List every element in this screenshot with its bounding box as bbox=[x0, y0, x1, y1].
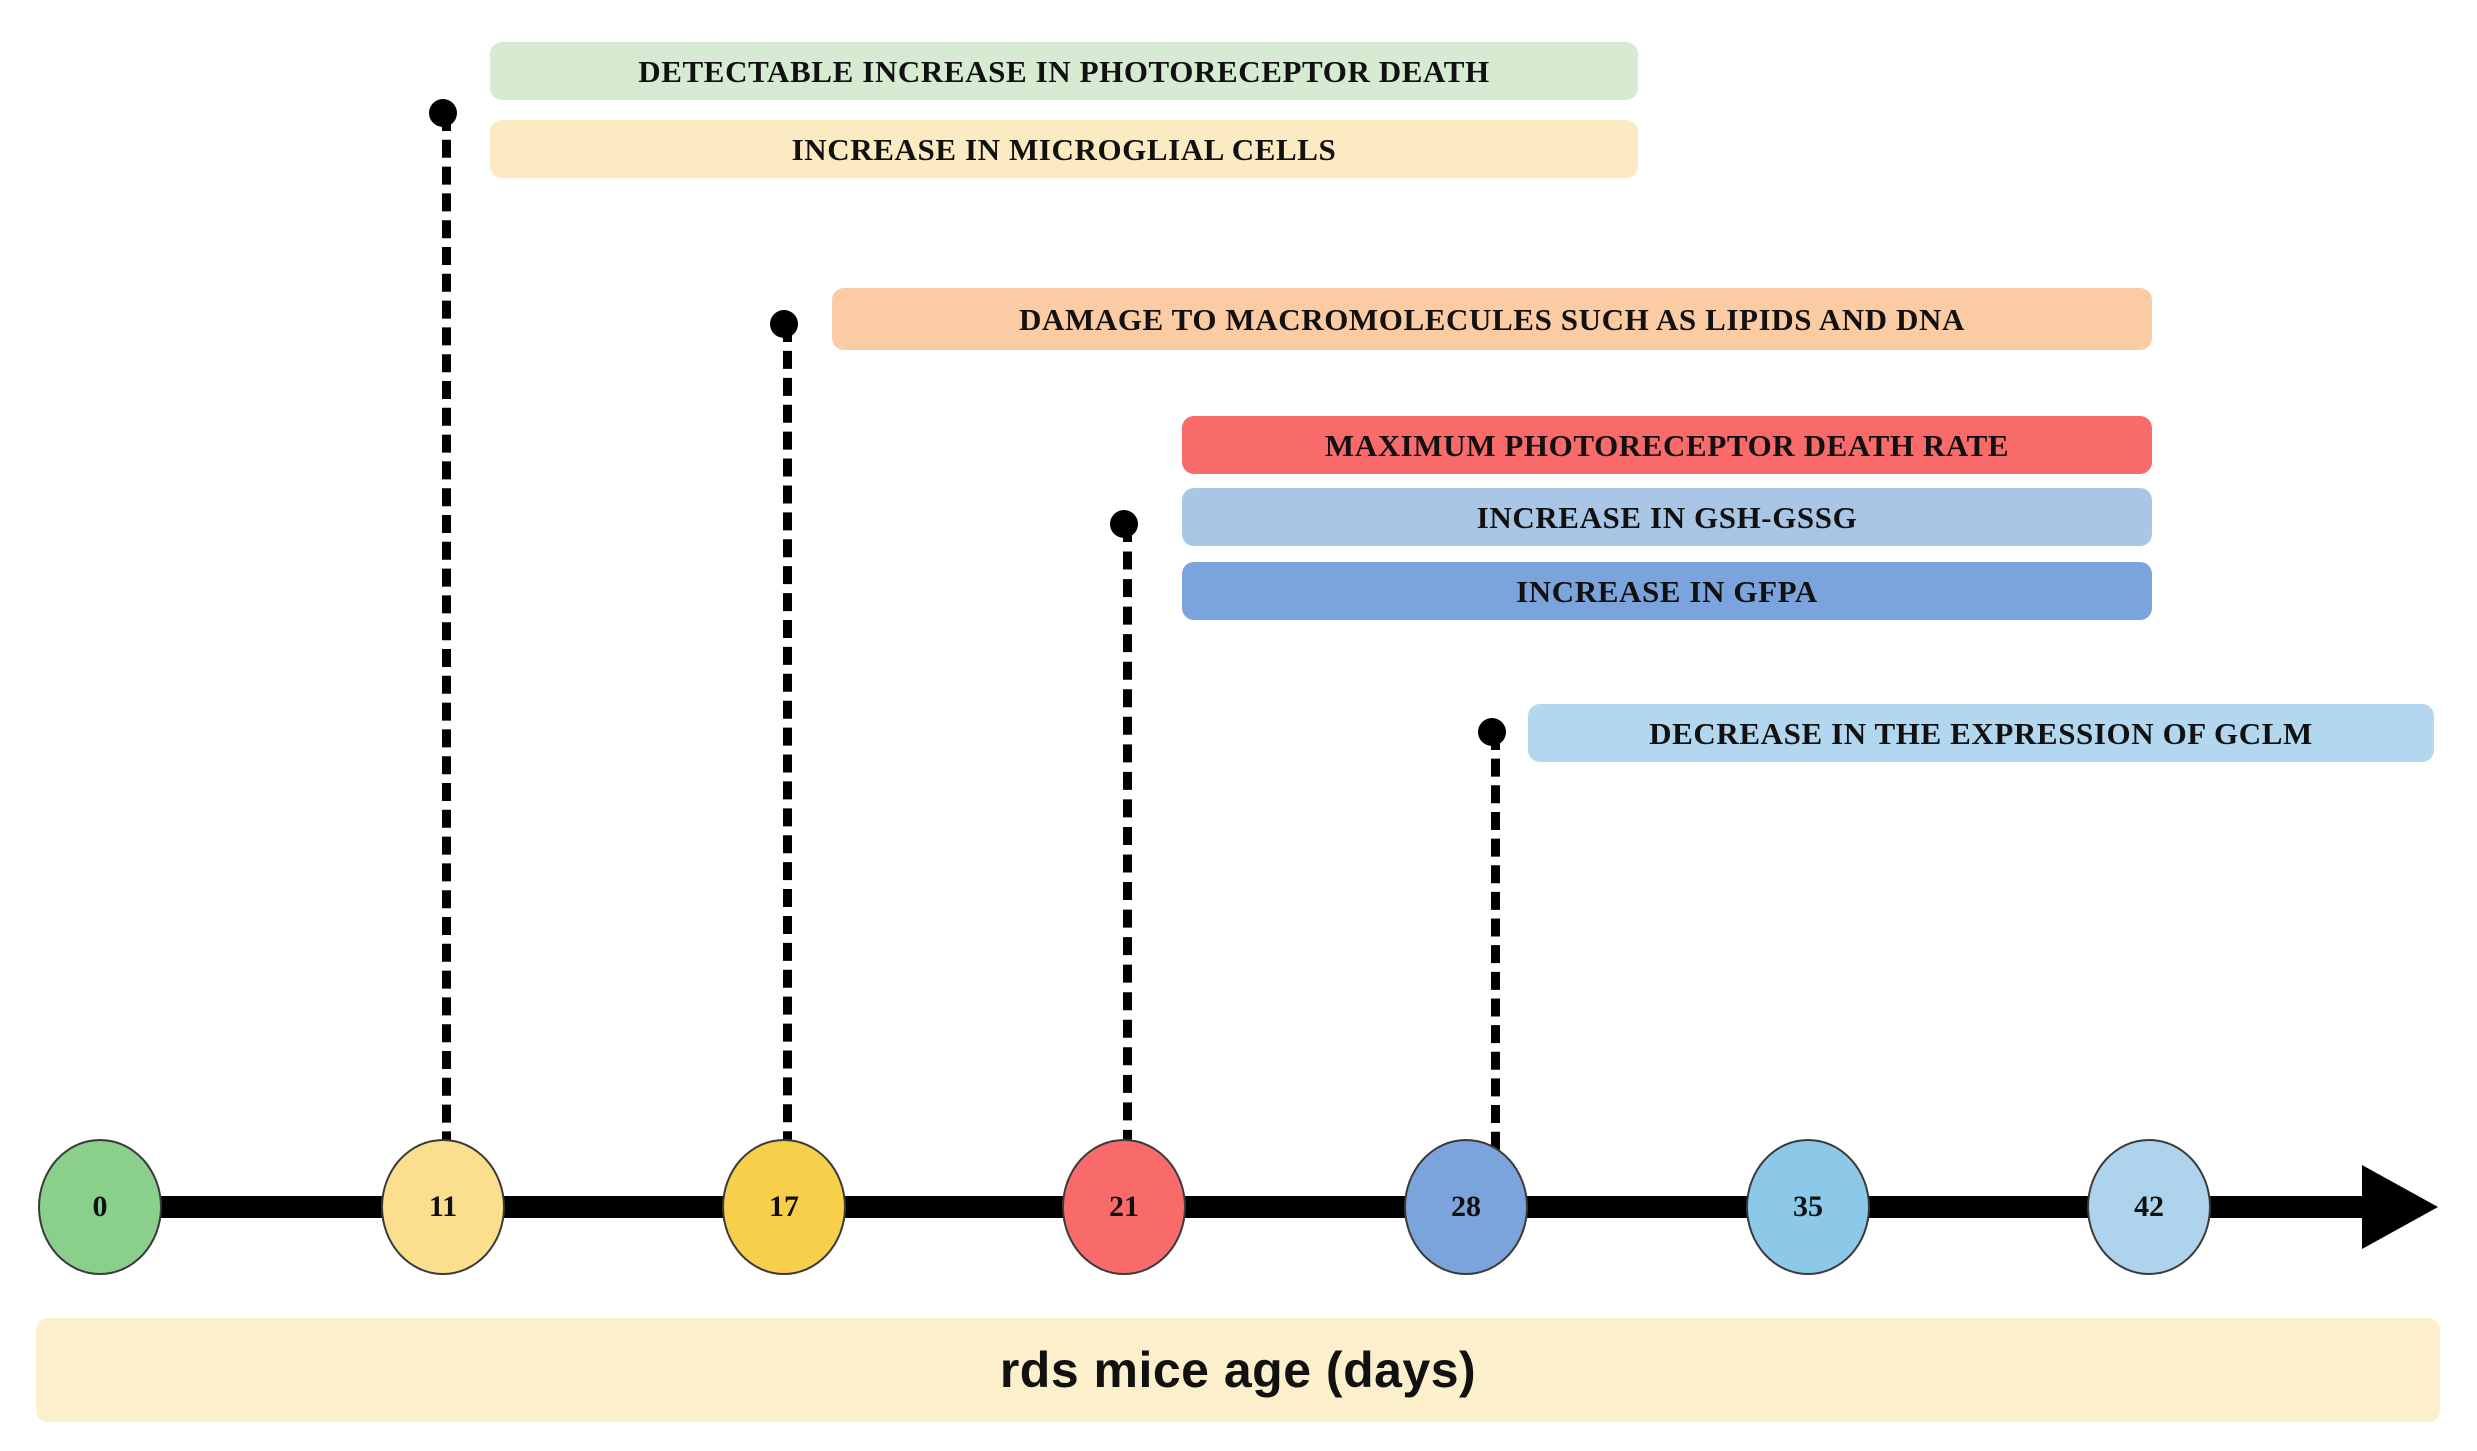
timepoint-label: 35 bbox=[1793, 1190, 1823, 1223]
event-label: DECREASE IN THE EXPRESSION OF GCLM bbox=[1649, 715, 2313, 751]
stem-day-28 bbox=[1491, 732, 1500, 1203]
stem-day-21 bbox=[1123, 524, 1132, 1203]
event-decrease-expression-gclm: DECREASE IN THE EXPRESSION OF GCLM bbox=[1528, 704, 2434, 762]
timepoint-label: 28 bbox=[1451, 1190, 1481, 1223]
timepoint-node-28[interactable]: 28 bbox=[1404, 1139, 1528, 1275]
timepoint-label: 17 bbox=[769, 1190, 799, 1223]
event-label: DAMAGE TO MACROMOLECULES SUCH AS LIPIDS … bbox=[1019, 301, 1965, 337]
stem-day-11 bbox=[442, 113, 451, 1203]
right-arrow-icon bbox=[2362, 1165, 2438, 1249]
timepoint-node-17[interactable]: 17 bbox=[722, 1139, 846, 1275]
stem-day-17-dot-icon bbox=[770, 310, 798, 338]
axis-caption-label: rds mice age (days) bbox=[999, 1342, 1477, 1398]
event-label: INCREASE IN MICROGLIAL CELLS bbox=[791, 131, 1337, 167]
event-label: MAXIMUM PHOTORECEPTOR DEATH RATE bbox=[1324, 427, 2010, 463]
event-increase-gsh-gssg: INCREASE IN GSH-GSSG bbox=[1182, 488, 2152, 546]
event-label: INCREASE IN GFPA bbox=[1516, 573, 1818, 609]
timepoint-node-21[interactable]: 21 bbox=[1062, 1139, 1186, 1275]
timepoint-label: 21 bbox=[1109, 1190, 1139, 1223]
stem-day-21-dot-icon bbox=[1110, 510, 1138, 538]
timepoint-node-35[interactable]: 35 bbox=[1746, 1139, 1870, 1275]
event-damage-macromolecules: DAMAGE TO MACROMOLECULES SUCH AS LIPIDS … bbox=[832, 288, 2152, 350]
timepoint-node-0[interactable]: 0 bbox=[38, 1139, 162, 1275]
stem-day-11-dot-icon bbox=[429, 99, 457, 127]
timepoint-node-42[interactable]: 42 bbox=[2087, 1139, 2211, 1275]
event-increase-gfpa: INCREASE IN GFPA bbox=[1182, 562, 2152, 620]
stem-day-17 bbox=[783, 324, 792, 1203]
timepoint-label: 11 bbox=[428, 1190, 458, 1223]
event-maximum-photoreceptor-death-rate: MAXIMUM PHOTORECEPTOR DEATH RATE bbox=[1182, 416, 2152, 474]
event-label: DETECTABLE INCREASE IN PHOTORECEPTOR DEA… bbox=[638, 53, 1490, 89]
timepoint-node-11[interactable]: 11 bbox=[381, 1139, 505, 1275]
timepoint-label: 42 bbox=[2134, 1190, 2164, 1223]
event-detectable-increase-photoreceptor-death: DETECTABLE INCREASE IN PHOTORECEPTOR DEA… bbox=[490, 42, 1638, 100]
timepoint-label: 0 bbox=[92, 1190, 108, 1223]
stem-day-28-dot-icon bbox=[1478, 718, 1506, 746]
axis-caption-bar: rds mice age (days) bbox=[36, 1318, 2440, 1422]
event-label: INCREASE IN GSH-GSSG bbox=[1476, 499, 1858, 535]
event-increase-microglial-cells: INCREASE IN MICROGLIAL CELLS bbox=[490, 120, 1638, 178]
